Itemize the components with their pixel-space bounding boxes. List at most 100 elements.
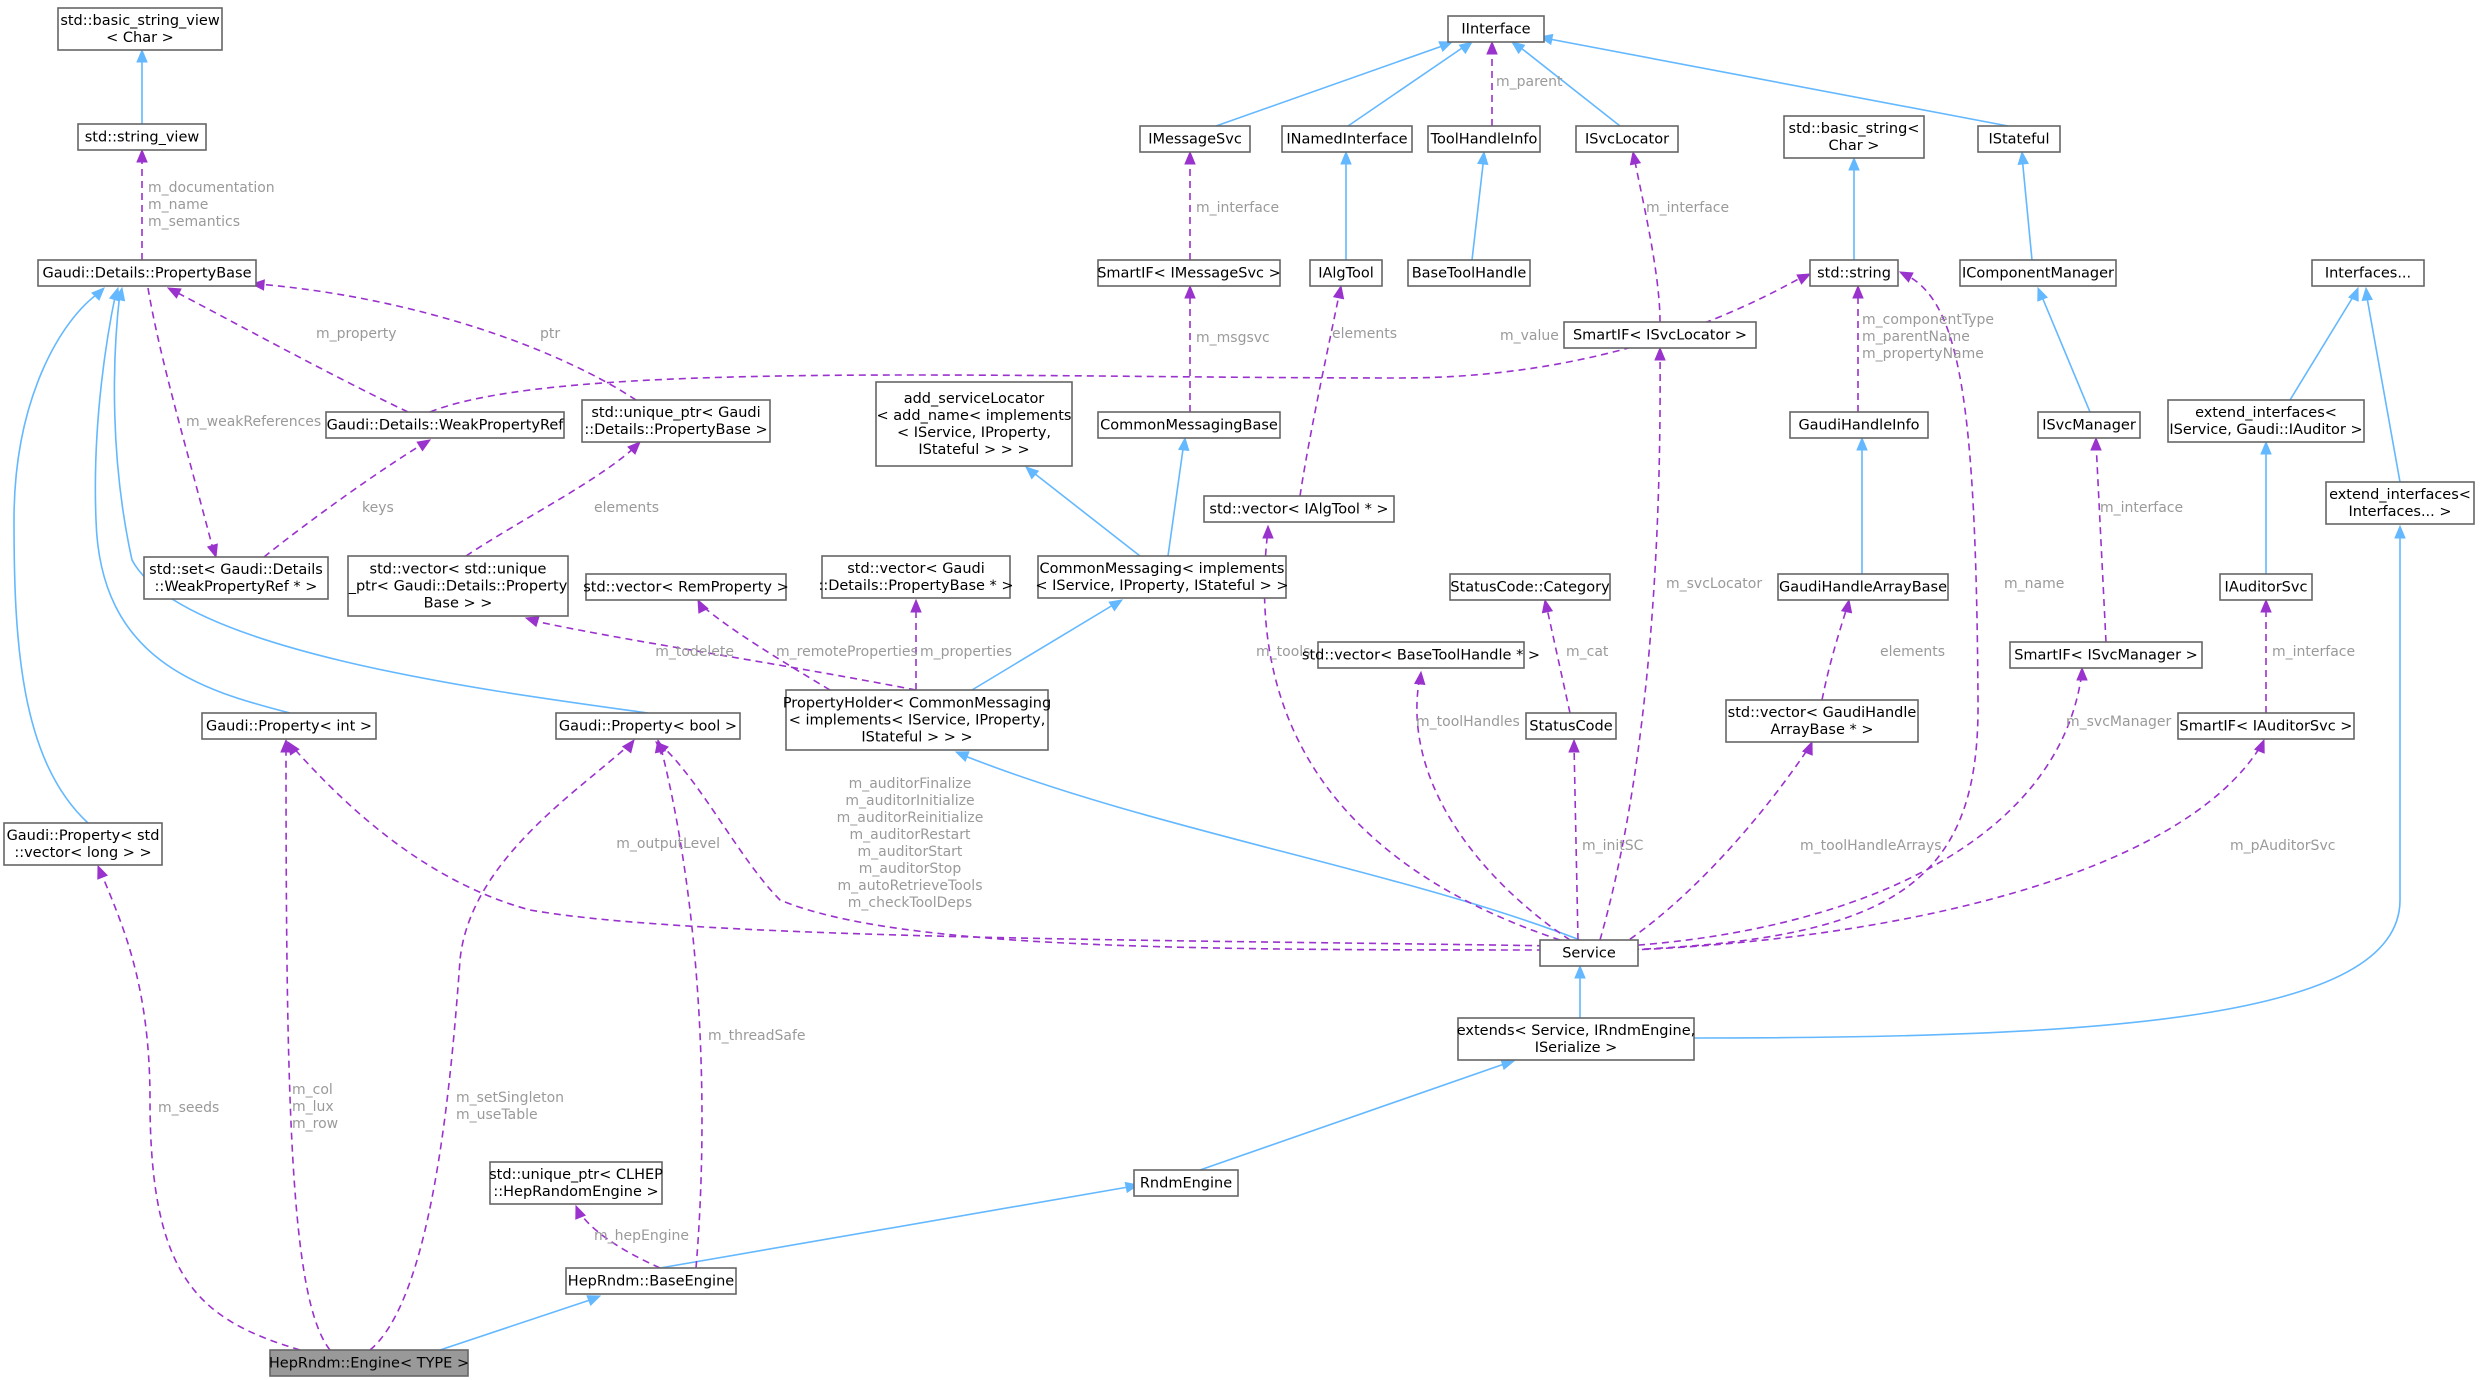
member-edge-gpb-svc [655,741,1557,951]
arrowhead [1458,41,1474,55]
class-node-gpi[interactable]: Gaudi::Property< int > [201,712,377,740]
class-node-setwpr[interactable]: std::set< Gaudi::Details::WeakPropertyRe… [143,556,329,600]
class-name-label: StatusCode::Category [1450,580,1610,596]
class-node-scc[interactable]: StatusCode::Category [1449,573,1611,601]
class-node-bsv[interactable]: std::basic_string_view< Char > [57,7,223,51]
class-node-isl[interactable]: ISvcLocator [1575,125,1679,153]
class-name-label: extend_interfaces<Interfaces... > [2329,487,2471,520]
class-node-sv[interactable]: std::string_view [77,123,207,151]
class-name-label: Gaudi::Property< std::vector< long > > [7,828,160,861]
member-edge-gdpb-sv [136,148,148,260]
class-node-ism[interactable]: ISvcManager [2037,411,2141,439]
class-node-ext[interactable]: extends< Service, IRndmEngine,ISerialize… [1457,1017,1696,1061]
arrowhead [1510,41,1526,55]
class-name-label: ISvcLocator [1585,132,1669,148]
class-name-label: std::set< Gaudi::Details::WeakPropertyRe… [149,562,323,595]
edge-label-gpb-hrbe: m_threadSafe [708,1028,806,1044]
class-node-hrbe[interactable]: HepRndm::BaseEngine [565,1267,737,1295]
class-node-vrem[interactable]: std::vector< RemProperty > [583,573,789,601]
class-node-valg[interactable]: std::vector< IAlgTool * > [1203,495,1395,523]
edge-label-gdpb-set: m_weakReferences [186,414,321,430]
arrowhead [1796,273,1812,285]
class-name-label: SmartIF< IAuditorSvc > [2180,719,2353,735]
class-name-label: SmartIF< IMessageSvc > [1097,266,1281,282]
class-node-cmb[interactable]: CommonMessagingBase [1097,411,1281,439]
inheritance-edge-sv-bsv [136,48,148,124]
class-node-svc[interactable]: Service [1539,939,1639,967]
arrowhead [136,48,148,63]
arrowhead [621,738,635,754]
class-node-re[interactable]: RndmEngine [1133,1169,1239,1197]
class-node-ii[interactable]: IInterface [1447,15,1545,43]
class-node-str[interactable]: std::string [1809,259,1899,287]
arrowhead [954,751,970,762]
class-node-sifsl[interactable]: SmartIF< ISvcLocator > [1563,321,1757,349]
class-node-extaud[interactable]: extend_interfaces<IService, Gaudi::IAudi… [2167,399,2365,443]
member-edge-str-wpr [429,273,1812,413]
class-node-gdpb[interactable]: Gaudi::Details::PropertyBase [37,259,257,287]
arrowhead [136,148,148,163]
arrowhead [166,287,182,299]
member-edge-gpvl-hre [97,864,301,1351]
class-node-ini[interactable]: INamedInterface [1281,125,1413,153]
class-node-vgpb[interactable]: std::vector< Gaudi::Details::PropertyBas… [818,555,1014,599]
class-name-label: std::vector< IAlgTool * > [1209,502,1388,518]
inheritance-edge-ext-re [1199,1059,1516,1171]
class-name-label: std::basic_string<Char > [1789,121,1920,154]
class-node-istate[interactable]: IStateful [1977,125,2061,153]
class-node-sifsm[interactable]: SmartIF< ISvcManager > [2009,641,2203,669]
class-name-label: std::string [1817,266,1891,282]
class-node-ias[interactable]: IAuditorSvc [2219,573,2313,601]
inheritance-edge-ii-isl [1510,41,1621,127]
class-node-ghi[interactable]: GaudiHandleInfo [1789,411,1929,439]
class-node-gpvl[interactable]: Gaudi::Property< std::vector< long > > [3,822,163,866]
arrowhead [1574,964,1586,979]
class-node-gpb[interactable]: Gaudi::Property< bool > [555,712,741,740]
class-node-cm[interactable]: CommonMessaging< implements< IService, I… [1035,555,1289,599]
class-name-label: IStateful [1989,132,2050,148]
class-node-bstr[interactable]: std::basic_string<Char > [1783,115,1925,159]
class-name-label: BaseToolHandle [1412,266,1527,282]
class-name-label: IMessageSvc [1148,132,1242,148]
class-node-btool[interactable]: BaseToolHandle [1407,259,1531,287]
arrowhead [1025,466,1040,480]
class-name-label: extend_interfaces<IService, Gaudi::IAudi… [2169,405,2362,438]
class-node-addsl[interactable]: add_serviceLocator< add_name< implements… [875,381,1073,467]
class-node-extif[interactable]: extend_interfaces<Interfaces... > [2325,481,2475,525]
class-node-ifaces[interactable]: Interfaces... [2311,259,2425,287]
class-node-sifas[interactable]: SmartIF< IAuditorSvc > [2177,712,2355,740]
class-node-imsg[interactable]: IMessageSvc [1139,125,1251,153]
arrowhead [250,279,265,291]
class-node-wpr[interactable]: Gaudi::Details::WeakPropertyRef [325,411,565,439]
arrowhead [1629,150,1642,166]
class-node-upclhep[interactable]: std::unique_ptr< CLHEP::HepRandomEngine … [489,1161,663,1205]
inheritance-edge-ph-svc [954,751,1581,941]
class-node-vbth[interactable]: std::vector< BaseToolHandle * > [1302,641,1540,669]
member-edge-gdpb-wpr [166,287,409,413]
class-node-hre[interactable]: HepRndm::Engine< TYPE > [269,1349,469,1377]
class-node-thi[interactable]: ToolHandleInfo [1427,125,1541,153]
class-node-gha[interactable]: GaudiHandleArrayBase [1777,573,1949,601]
class-node-sc[interactable]: StatusCode [1525,712,1617,740]
member-edge-gha-vgha [1821,598,1853,701]
arrowhead [697,598,709,614]
class-node-ialg[interactable]: IAlgTool [1309,259,1383,287]
member-edge-upb-vupb [465,441,641,557]
member-edge-vgha-svc [1619,740,1813,947]
arrowhead [586,1295,602,1306]
class-node-icm[interactable]: IComponentManager [1959,259,2117,287]
class-name-label: IInterface [1461,22,1530,38]
inheritance-edge-cm-ph [971,599,1124,691]
class-node-vupb[interactable]: std::vector< std::unique_ptr< Gaudi::Det… [347,555,569,617]
class-node-upb[interactable]: std::unique_ptr< Gaudi::Details::Propert… [581,399,771,443]
arrowhead [524,616,540,628]
class-node-ph[interactable]: PropertyHolder< CommonMessaging< impleme… [783,689,1051,751]
inheritance-edge-extif-ext [1693,524,2406,1039]
class-node-sifmsg[interactable]: SmartIF< IMessageSvc > [1097,259,1281,287]
arrowhead [575,1204,586,1220]
arrowhead [1178,436,1190,452]
class-name-label: INamedInterface [1286,132,1407,148]
